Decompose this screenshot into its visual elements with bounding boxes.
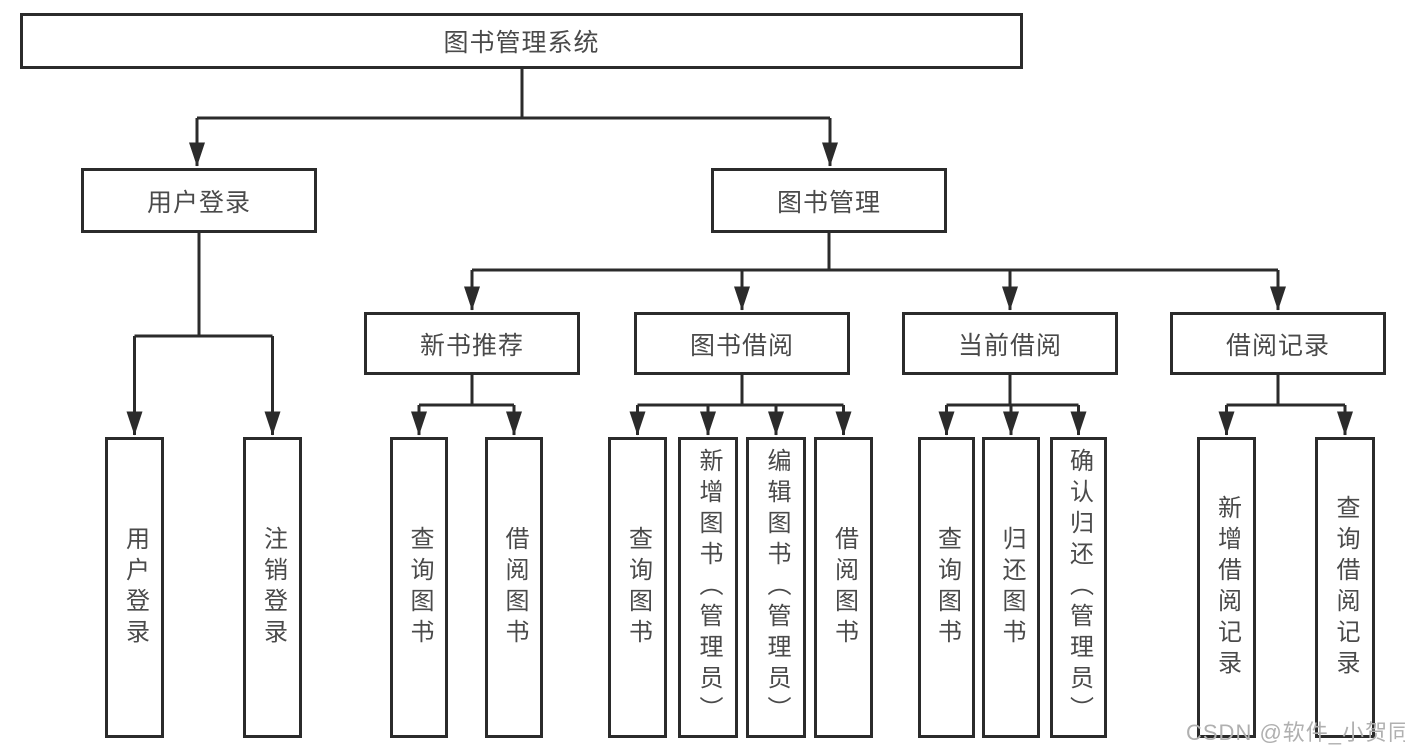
leaf-query-book-recommend-label: 查询图书 <box>406 525 433 650</box>
leaf-borrow-book-label: 借阅图书 <box>830 525 858 650</box>
leaf-query-book-current: 查询图书 <box>918 437 975 738</box>
leaf-edit-book-admin-label: 编辑图书（管理员） <box>763 448 790 727</box>
leaf-logout: 注销登录 <box>243 437 302 738</box>
node-root-system: 图书管理系统 <box>20 13 1023 69</box>
node-new-book-recommend: 新书推荐 <box>364 312 580 375</box>
leaf-confirm-return-admin-label: 确认归还（管理员） <box>1065 448 1093 727</box>
leaf-add-book-admin: 新增图书（管理员） <box>678 437 738 738</box>
leaf-query-book-current-label: 查询图书 <box>933 525 961 650</box>
node-book-management: 图书管理 <box>711 168 947 233</box>
leaf-user-login-label: 用户登录 <box>121 525 149 650</box>
leaf-query-book-borrow-label: 查询图书 <box>624 525 652 650</box>
leaf-query-book-borrow: 查询图书 <box>608 437 667 738</box>
node-user-login-label: 用户登录 <box>146 188 251 217</box>
node-book-borrow-label: 图书借阅 <box>689 331 794 360</box>
node-book-borrow: 图书借阅 <box>634 312 850 375</box>
leaf-confirm-return-admin: 确认归还（管理员） <box>1050 437 1107 738</box>
leaf-edit-book-admin: 编辑图书（管理员） <box>746 437 806 738</box>
node-current-borrow: 当前借阅 <box>902 312 1118 375</box>
leaf-add-borrow-record-label: 新增借阅记录 <box>1213 494 1241 681</box>
node-book-management-label: 图书管理 <box>776 188 881 217</box>
node-current-borrow-label: 当前借阅 <box>957 331 1062 360</box>
leaf-query-borrow-record-label: 查询借阅记录 <box>1332 494 1359 681</box>
node-new-book-recommend-label: 新书推荐 <box>419 331 524 360</box>
leaf-user-login: 用户登录 <box>105 437 164 738</box>
node-borrow-record-label: 借阅记录 <box>1225 331 1330 360</box>
node-user-login: 用户登录 <box>81 168 317 233</box>
node-borrow-record: 借阅记录 <box>1170 312 1386 375</box>
leaf-borrow-book-recommend-label: 借阅图书 <box>501 525 528 650</box>
connector-group <box>126 69 1353 436</box>
leaf-query-borrow-record: 查询借阅记录 <box>1315 437 1375 738</box>
leaf-add-book-admin-label: 新增图书（管理员） <box>695 448 722 727</box>
leaf-logout-label: 注销登录 <box>259 525 287 650</box>
csdn-watermark: CSDN @软件_小贺同学 <box>1186 720 1405 745</box>
leaf-query-book-recommend: 查询图书 <box>390 437 448 738</box>
leaf-borrow-book-recommend: 借阅图书 <box>485 437 543 738</box>
leaf-return-book-label: 归还图书 <box>998 525 1025 650</box>
leaf-borrow-book: 借阅图书 <box>814 437 873 738</box>
leaf-return-book: 归还图书 <box>982 437 1040 738</box>
leaf-add-borrow-record: 新增借阅记录 <box>1197 437 1256 738</box>
node-root-system-label: 图书管理系统 <box>443 29 600 57</box>
